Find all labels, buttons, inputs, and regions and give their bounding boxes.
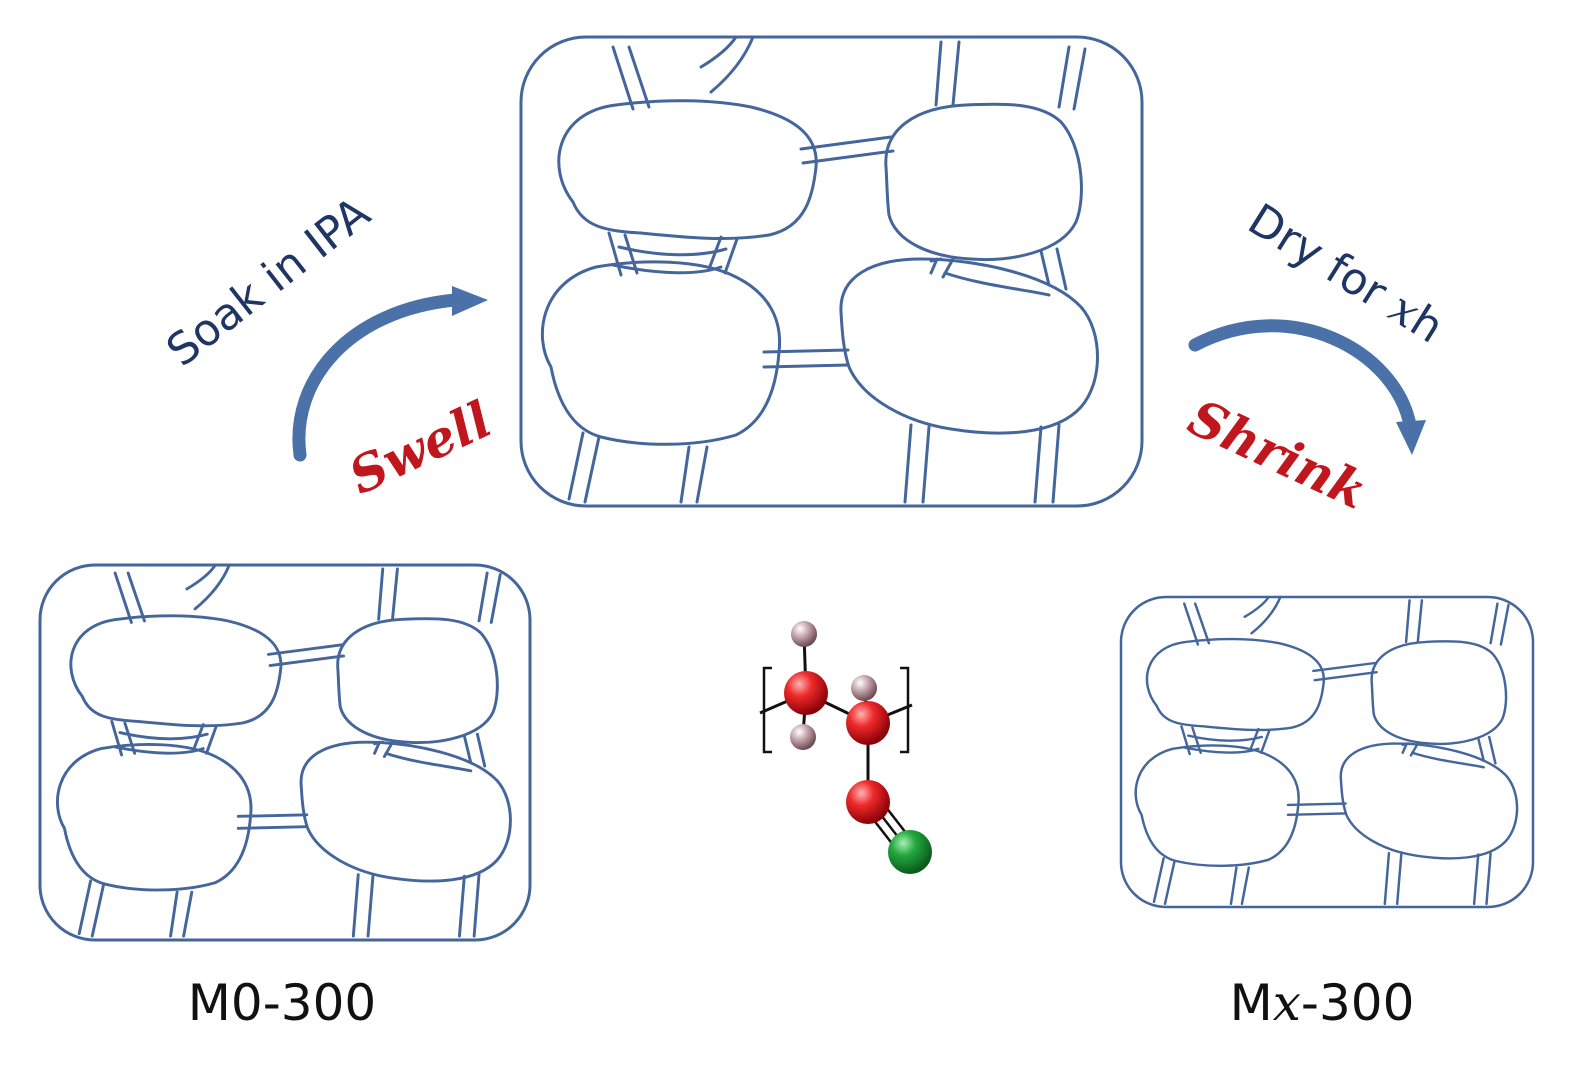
left-sample-label: M0-300 — [188, 974, 376, 1032]
mx-network — [1119, 595, 1535, 909]
swollen-network — [519, 35, 1144, 508]
swell-label: Swell — [340, 389, 500, 505]
hydrogen-atom — [790, 724, 816, 750]
carbon-atom — [846, 780, 890, 824]
shrink-arrow — [1188, 319, 1426, 455]
m0-network — [38, 563, 532, 942]
hydrogen-atom — [851, 675, 877, 701]
carbon-atom — [846, 701, 890, 745]
nitrogen-atom — [888, 830, 932, 874]
polyacrylonitrile-repeat-unit-icon — [759, 621, 932, 874]
curved-arrow-icon — [292, 293, 462, 462]
mx-network-frame — [1119, 595, 1535, 909]
curved-arrow-icon — [1188, 319, 1417, 432]
hydrogen-atom — [791, 621, 817, 647]
shrink-label: Shrink — [1180, 387, 1376, 520]
right-sample-label: Mx-300 — [1230, 974, 1415, 1032]
m0-network-frame — [38, 563, 532, 942]
swell-arrow — [292, 286, 488, 462]
carbon-atom — [784, 671, 828, 715]
swollen-network-frame — [519, 35, 1144, 508]
